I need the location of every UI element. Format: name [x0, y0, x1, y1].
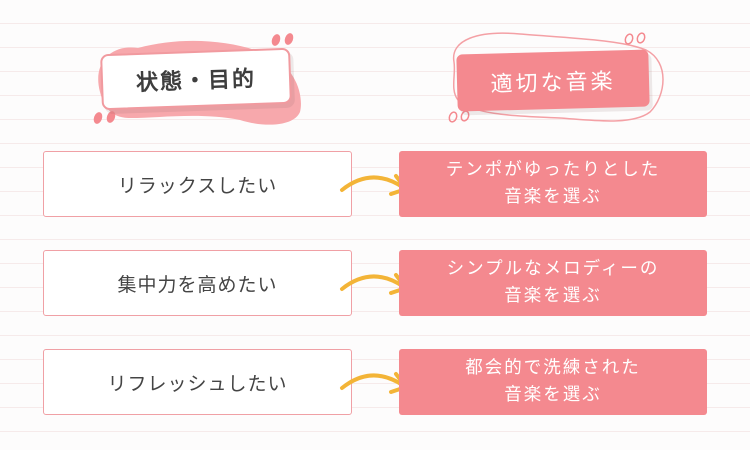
music-label-line2: 音楽を選ぶ [504, 385, 602, 405]
music-label-line2: 音楽を選ぶ [504, 286, 602, 306]
state-box-refresh: リフレッシュしたい [43, 349, 352, 415]
music-label-line1: シンプルなメロディーの [446, 259, 660, 279]
dot [636, 32, 646, 44]
state-label: リラックスしたい [117, 174, 278, 197]
dot [624, 33, 634, 45]
music-label-line2: 音楽を選ぶ [504, 187, 602, 207]
state-label: リフレッシュしたい [107, 372, 288, 395]
dot [448, 111, 458, 123]
header-suitable-music-label: 適切な音楽 [490, 68, 616, 98]
music-box-refresh: 都会的で洗練された 音楽を選ぶ [399, 349, 707, 415]
music-label-line1: 都会的で洗練された [465, 358, 641, 378]
music-box-focus: シンプルなメロディーの 音楽を選ぶ [399, 250, 707, 316]
dot [284, 33, 294, 45]
music-box-relax: テンポがゆったりとした 音楽を選ぶ [399, 151, 707, 217]
state-box-relax: リラックスしたい [43, 151, 352, 217]
header-suitable-music: 適切な音楽 [456, 49, 650, 112]
state-label: 集中力を高めたい [117, 273, 278, 296]
header-state-purpose: 状態・目的 [100, 47, 292, 111]
music-label-line1: テンポがゆったりとした [445, 160, 661, 180]
dot [460, 110, 470, 122]
dot [271, 34, 281, 46]
dot [93, 112, 103, 124]
header-state-purpose-label: 状態・目的 [135, 66, 257, 97]
dot [106, 111, 116, 123]
state-box-focus: 集中力を高めたい [43, 250, 352, 316]
